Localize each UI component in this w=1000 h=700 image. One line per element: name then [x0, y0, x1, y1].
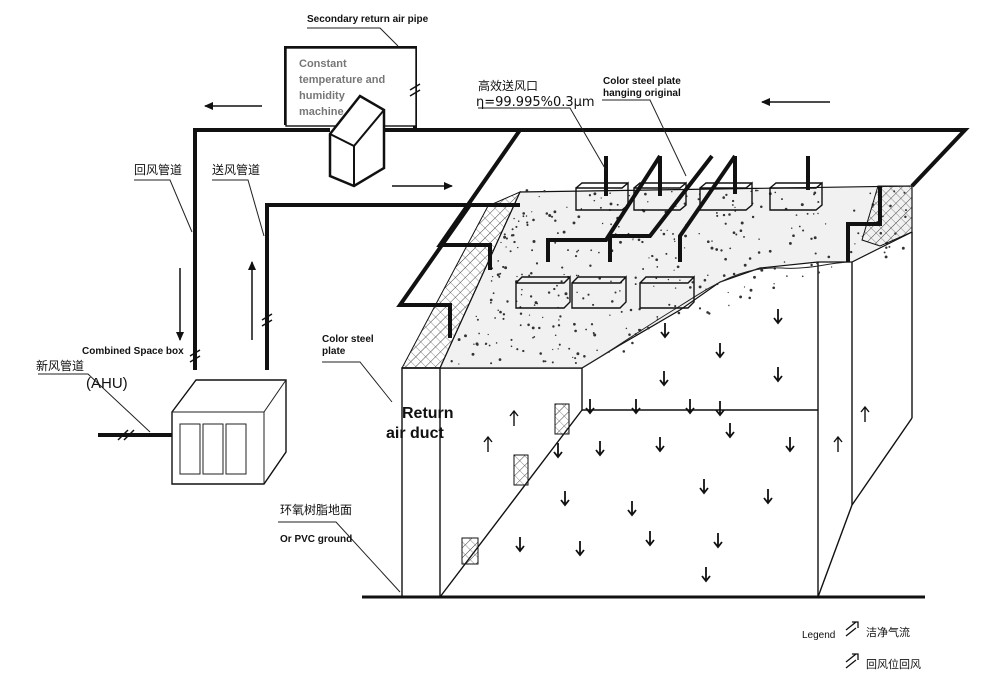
label-secondary-return: Secondary return air pipe	[307, 14, 429, 25]
legend-clean-cn: 洁净气流	[866, 625, 910, 639]
hepa-box	[633, 181, 687, 211]
airflow-arrow	[515, 537, 525, 553]
legend-return-cn: 回风位回风	[866, 657, 921, 671]
label-return-duct-cn: 回风管道	[134, 162, 182, 177]
airflow-arrow	[655, 437, 665, 453]
clean-airflow-arrows	[483, 309, 870, 583]
airflow-arrow	[595, 441, 605, 457]
airflow-arrow	[715, 401, 725, 417]
airflow-arrow	[763, 489, 773, 505]
label-return-air-1: Return	[402, 405, 454, 422]
legend: Legend 洁净气流 回风位回风	[802, 621, 921, 671]
airflow-arrow	[685, 399, 695, 415]
label-ahu: (AHU)	[86, 375, 128, 392]
label-color-steel-hanging-2: hanging original	[603, 88, 681, 99]
duct-network	[98, 46, 970, 437]
return-airflow-arrow	[483, 435, 493, 452]
legend-title: Legend	[802, 630, 835, 641]
hepa-box	[571, 275, 627, 309]
ahu-unit	[171, 379, 287, 485]
constant-temperature-machine: Constant temperature and humidity machin…	[285, 47, 417, 188]
machine-label-4: machine	[299, 106, 344, 118]
return-airflow-icon	[845, 653, 859, 669]
label-color-steel-hanging-1: Color steel plate	[603, 76, 681, 87]
flow-arrows	[176, 98, 830, 341]
label-supply-duct-cn: 送风管道	[212, 162, 260, 177]
airflow-arrow	[659, 371, 669, 387]
label-pvc-ground: Or PVC ground	[280, 534, 352, 545]
airflow-arrow	[631, 399, 641, 415]
hepa-box	[575, 181, 629, 211]
hepa-box	[515, 275, 571, 309]
hepa-box	[639, 275, 695, 309]
clean-airflow-icon	[845, 621, 859, 637]
return-air-grilles	[461, 403, 570, 565]
hatched-ceiling-edge-left	[401, 191, 521, 369]
airflow-arrow	[553, 443, 563, 459]
label-fresh-air-cn: 新风管道	[36, 358, 84, 373]
airflow-arrow	[725, 423, 735, 439]
airflow-arrow	[560, 491, 570, 507]
airflow-arrow	[715, 343, 725, 359]
label-epoxy-cn: 环氧树脂地面	[280, 502, 352, 517]
airflow-arrow	[773, 309, 783, 325]
machine-label-2: temperature and	[299, 74, 385, 86]
label-hepa-efficiency: η=99.995%0.3μm	[476, 95, 595, 110]
return-airflow-arrow	[860, 405, 870, 422]
airflow-arrow	[773, 367, 783, 383]
airflow-arrow	[660, 323, 670, 339]
airflow-arrow	[785, 437, 795, 453]
label-hepa-cn: 高效送风口	[478, 78, 538, 93]
airflow-arrow	[645, 531, 655, 547]
machine-label-1: Constant	[299, 58, 347, 70]
airflow-arrow	[627, 501, 637, 517]
return-airflow-arrow	[833, 435, 843, 452]
airflow-arrow	[699, 479, 709, 495]
label-color-steel-2: plate	[322, 346, 346, 357]
airflow-arrow	[701, 567, 711, 583]
airflow-arrow	[713, 533, 723, 549]
label-color-steel-1: Color steel	[322, 334, 374, 345]
machine-label-3: humidity	[299, 90, 346, 102]
label-combined-box: Combined Space box	[82, 346, 184, 357]
damper-marks	[117, 83, 421, 441]
hatched-ceiling-edge-right	[861, 185, 913, 247]
label-return-air-2: air duct	[386, 425, 444, 442]
return-airflow-arrow	[509, 409, 519, 426]
airflow-arrow	[585, 399, 595, 415]
leader-lines	[38, 27, 687, 593]
airflow-arrow	[575, 541, 585, 557]
diagram-labels: Secondary return air pipe 高效送风口 η=99.995…	[36, 14, 681, 545]
